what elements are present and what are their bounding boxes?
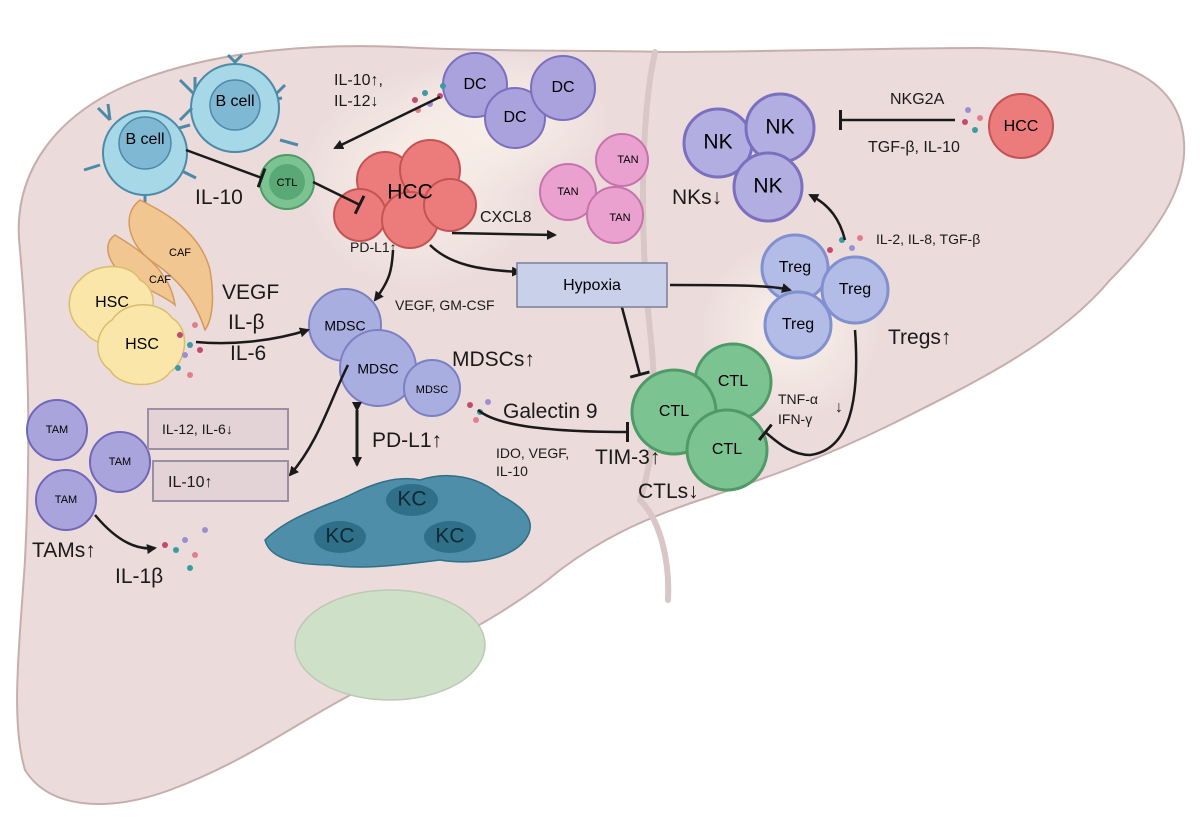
pdl1-small-label: PD-L1↑	[350, 239, 397, 255]
pdl1-large-label: PD-L1↑	[372, 429, 442, 452]
nks-down-label: NKs↓	[672, 186, 722, 209]
kc-label: KC	[397, 488, 426, 511]
il10-up-box: IL-10↑	[152, 460, 289, 502]
nk-label: NK	[703, 131, 732, 154]
liver-shape	[16, 45, 1186, 805]
b-cell: B cell	[83, 103, 197, 219]
nkg2a-label: NKG2A	[890, 91, 945, 108]
kc-label: KC	[435, 525, 464, 548]
tgfb-il10-label: TGF-β, IL-10	[868, 139, 960, 156]
treg-label: Treg	[839, 281, 871, 298]
nk-label: NK	[753, 175, 782, 198]
ctl-cell: CTL	[259, 154, 315, 210]
tim3-up-label: TIM-3↑	[595, 446, 660, 469]
hcc-label: HCC	[1004, 118, 1039, 135]
il-beta-label: IL-β	[228, 311, 265, 334]
dc-label: DC	[463, 76, 486, 93]
il2-il8-tgfb-label: IL-2, IL-8, TGF-β	[876, 231, 980, 247]
hypoxia-box: Hypoxia	[516, 262, 668, 308]
hcc-cell-right: HCC	[988, 93, 1054, 159]
tan-label: TAN	[557, 186, 578, 198]
dc-label: DC	[551, 79, 574, 96]
ctl-label: CTL	[277, 177, 298, 189]
ido-label-1: IDO, VEGF,	[496, 445, 569, 461]
mdsc-label: MDSC	[324, 318, 365, 334]
ido-label-2: IL-10	[496, 463, 528, 479]
mdsc-cluster: MDSC MDSC MDSC	[308, 288, 461, 417]
vegf-gmcsf-label: VEGF, GM-CSF	[395, 297, 495, 313]
hsc-label: HSC	[125, 336, 159, 353]
nk-label: NK	[765, 116, 794, 139]
hcc-label: HCC	[387, 181, 433, 204]
mdsc-label: MDSC	[357, 361, 398, 377]
treg-cells: Treg Treg Treg	[760, 233, 890, 360]
tam-label: TAM	[55, 494, 77, 506]
caf-label: CAF	[149, 274, 171, 286]
cytokine-dots	[162, 83, 983, 571]
caf-label: CAF	[169, 247, 191, 259]
tan-cluster: TAN TAN TAN	[539, 133, 649, 244]
tregs-up-label: Tregs↑	[888, 326, 951, 349]
il10-il12-label-2: IL-12↓	[334, 93, 378, 110]
tam-cells: TAM TAM TAM	[26, 399, 151, 531]
treg-label: Treg	[779, 259, 811, 276]
ctl-label: CTL	[718, 373, 748, 390]
b-cell-label: B cell	[125, 131, 164, 148]
il12-il6-label: IL-12, IL-6↓	[162, 421, 233, 437]
treg-label: Treg	[782, 316, 814, 333]
tan-label: TAN	[609, 212, 630, 224]
mdsc-label: MDSC	[416, 384, 448, 396]
ctl-label: CTL	[712, 441, 742, 458]
kc-label: KC	[325, 525, 354, 548]
il1b-label: IL-1β	[115, 565, 163, 588]
ifng-label: IFN-γ	[778, 411, 812, 427]
ctl-label: CTL	[659, 403, 689, 420]
mdscs-up-label: MDSCs↑	[452, 348, 535, 371]
nk-cells: NK NK NK	[682, 92, 816, 223]
arrows	[94, 95, 955, 555]
il10-label: IL-10	[195, 186, 243, 209]
gallbladder	[294, 589, 486, 701]
b-cell: B cell	[171, 53, 299, 153]
tam-label: TAM	[46, 424, 68, 436]
kc-cells: KC KC KC	[264, 474, 531, 568]
ctls-down-label: CTLs↓	[638, 480, 699, 503]
dc-label: DC	[503, 109, 526, 126]
hypoxia-label: Hypoxia	[563, 277, 621, 294]
down-arrow-label: ↓	[835, 399, 843, 416]
il6-label: IL-6	[230, 342, 266, 365]
hsc-cells: HSC HSC	[68, 265, 186, 386]
b-cell-label: B cell	[215, 93, 254, 110]
vegf-label: VEGF	[222, 281, 279, 304]
tnfa-label: TNF-α	[778, 391, 818, 407]
tams-up-label: TAMs↑	[32, 539, 96, 562]
il12-il6-box: IL-12, IL-6↓	[147, 408, 289, 450]
ctl-cluster: CTL CTL CTL	[630, 342, 773, 492]
cxcl8-label: CXCL8	[480, 209, 532, 226]
hcc-cluster: HCC	[333, 139, 477, 249]
caf-cells: CAF CAF	[107, 199, 214, 332]
tam-label: TAM	[109, 456, 131, 468]
il10-il12-label-1: IL-10↑,	[334, 72, 383, 89]
dc-cluster: DC DC DC	[442, 52, 596, 149]
hsc-label: HSC	[95, 294, 129, 311]
il10-up-box-label: IL-10↑	[168, 474, 212, 491]
galectin9-label: Galectin 9	[503, 400, 598, 423]
tan-label: TAN	[617, 154, 638, 166]
